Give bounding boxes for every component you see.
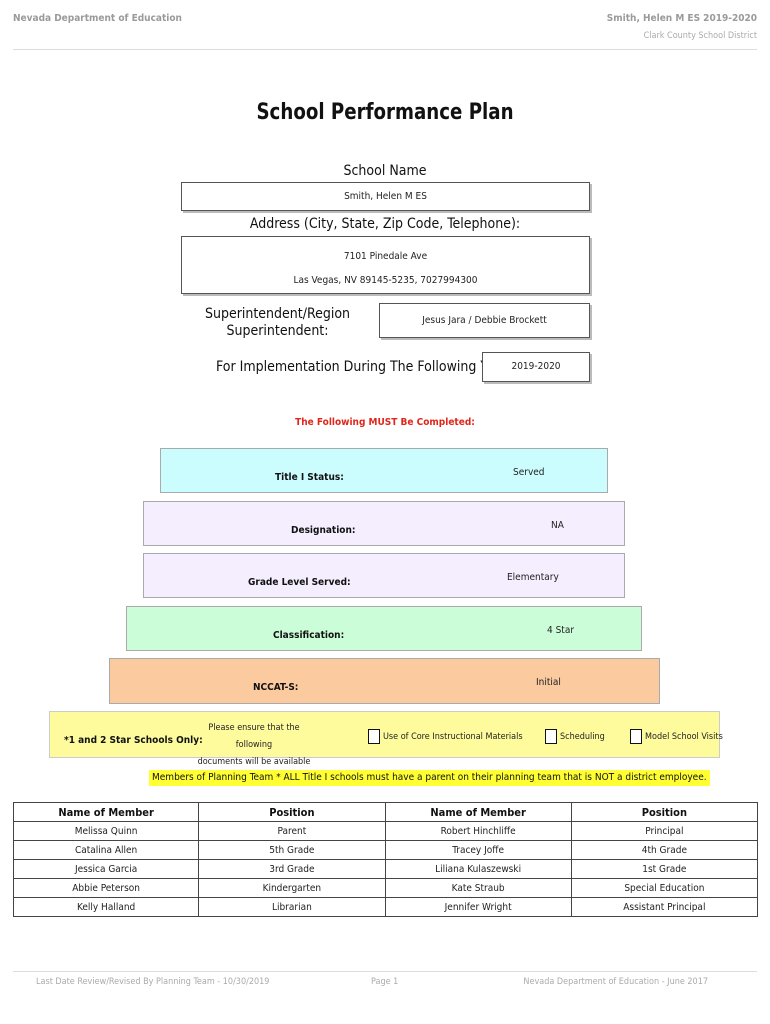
member-name: Catalina Allen bbox=[12, 840, 200, 860]
superintendent-label: Superintendent/Region Superintendent: bbox=[190, 306, 365, 340]
address-label: Address (City, State, Zip Code, Telephon… bbox=[249, 216, 521, 232]
member-name: Jessica Garcia bbox=[12, 859, 200, 879]
model-school-visits-checkbox-item[interactable]: Model School Visits bbox=[630, 729, 723, 744]
nccat-s-label: NCCAT-S: bbox=[253, 682, 299, 693]
must-complete-heading: The Following MUST Be Completed: bbox=[295, 417, 475, 428]
core-materials-checkbox-item[interactable]: Use of Core Instructional Materials bbox=[368, 729, 523, 744]
footer-source: Nevada Department of Education - June 20… bbox=[523, 977, 708, 987]
member-position: 1st Grade bbox=[570, 859, 759, 879]
member-name: Tracey Joffe bbox=[384, 840, 572, 860]
member-position: 4th Grade bbox=[570, 840, 759, 860]
member-position: Kindergarten bbox=[198, 878, 386, 898]
table-header-row: Name of Member Position Name of Member P… bbox=[12, 802, 759, 822]
page-title: School Performance Plan bbox=[256, 100, 514, 125]
member-position: Special Education bbox=[570, 878, 759, 898]
scheduling-checkbox-label: Scheduling bbox=[560, 732, 605, 742]
grade-level-value: Elementary bbox=[507, 572, 559, 583]
address-line-2: Las Vegas, NV 89145-5235, 7027994300 bbox=[293, 275, 478, 286]
star-schools-label: *1 and 2 Star Schools Only: bbox=[64, 735, 203, 746]
star-schools-note-line1: Please ensure that the following bbox=[208, 723, 300, 750]
superintendent-label-line1: Superintendent/Region bbox=[204, 306, 351, 322]
classification-row: Classification: 4 Star bbox=[126, 606, 642, 651]
grade-level-row: Grade Level Served: Elementary bbox=[143, 553, 625, 598]
footer-review-date: Last Date Review/Revised By Planning Tea… bbox=[36, 977, 270, 987]
implementation-label: For Implementation During The Following … bbox=[216, 359, 518, 375]
title-i-status-label: Title I Status: bbox=[275, 472, 344, 483]
member-name: Kate Straub bbox=[384, 878, 572, 898]
nccat-s-value: Initial bbox=[536, 677, 561, 688]
planning-team-notice: Members of Planning Team * ALL Title I s… bbox=[149, 770, 710, 786]
header-divider bbox=[13, 49, 757, 50]
member-name: Kelly Halland bbox=[12, 897, 200, 917]
header-district: Clark County School District bbox=[643, 31, 757, 41]
member-position: Assistant Principal bbox=[570, 897, 759, 917]
address-field: 7101 Pinedale Ave Las Vegas, NV 89145-52… bbox=[181, 236, 590, 294]
designation-value: NA bbox=[551, 520, 564, 531]
grade-level-label: Grade Level Served: bbox=[248, 577, 351, 588]
member-name: Jennifer Wright bbox=[384, 897, 572, 917]
member-name: Melissa Quinn bbox=[12, 821, 200, 841]
superintendent-field: Jesus Jara / Debbie Brockett bbox=[379, 303, 590, 338]
header-department: Nevada Department of Education bbox=[13, 13, 182, 24]
classification-label: Classification: bbox=[273, 630, 345, 641]
table-row: Catalina Allen 5th Grade Tracey Joffe 4t… bbox=[12, 840, 759, 860]
column-header: Name of Member bbox=[12, 802, 200, 822]
model-school-visits-checkbox[interactable] bbox=[630, 729, 642, 744]
column-header: Name of Member bbox=[384, 802, 572, 822]
core-materials-checkbox-label: Use of Core Instructional Materials bbox=[383, 732, 523, 742]
scheduling-checkbox[interactable] bbox=[545, 729, 557, 744]
member-name: Liliana Kulaszewski bbox=[384, 859, 572, 879]
scheduling-checkbox-item[interactable]: Scheduling bbox=[545, 729, 605, 744]
header-school-year: Smith, Helen M ES 2019-2020 bbox=[606, 13, 757, 24]
star-schools-panel: *1 and 2 Star Schools Only: Please ensur… bbox=[49, 711, 723, 784]
school-name-field: Smith, Helen M ES bbox=[181, 182, 590, 211]
superintendent-label-line2: Superintendent: bbox=[226, 323, 329, 339]
implementation-years-field: 2019-2020 bbox=[482, 352, 590, 382]
title-i-status-value: Served bbox=[513, 467, 545, 478]
member-position: Principal bbox=[570, 821, 759, 841]
member-position: 3rd Grade bbox=[198, 859, 386, 879]
nccat-s-row: NCCAT-S: Initial bbox=[109, 658, 660, 704]
model-school-visits-checkbox-label: Model School Visits bbox=[645, 732, 723, 742]
planning-team-table: Name of Member Position Name of Member P… bbox=[12, 802, 759, 917]
designation-row: Designation: NA bbox=[143, 501, 625, 546]
column-header: Position bbox=[570, 802, 759, 822]
table-row: Abbie Peterson Kindergarten Kate Straub … bbox=[12, 878, 759, 898]
member-position: Librarian bbox=[198, 897, 386, 917]
column-header: Position bbox=[198, 802, 386, 822]
core-materials-checkbox[interactable] bbox=[368, 729, 380, 744]
footer-page-number: Page 1 bbox=[371, 977, 399, 987]
table-row: Jessica Garcia 3rd Grade Liliana Kulasze… bbox=[12, 859, 759, 879]
footer-divider bbox=[13, 971, 757, 972]
address-line-1: 7101 Pinedale Ave bbox=[343, 251, 428, 262]
designation-label: Designation: bbox=[291, 525, 356, 536]
school-name-label: School Name bbox=[343, 163, 427, 179]
table-row: Kelly Halland Librarian Jennifer Wright … bbox=[12, 897, 759, 917]
classification-value: 4 Star bbox=[547, 625, 575, 636]
member-position: Parent bbox=[198, 821, 386, 841]
member-name: Robert Hinchliffe bbox=[384, 821, 572, 841]
table-row: Melissa Quinn Parent Robert Hinchliffe P… bbox=[12, 821, 759, 841]
title-i-status-row: Title I Status: Served bbox=[160, 448, 608, 493]
member-name: Abbie Peterson bbox=[12, 878, 200, 898]
member-position: 5th Grade bbox=[198, 840, 386, 860]
